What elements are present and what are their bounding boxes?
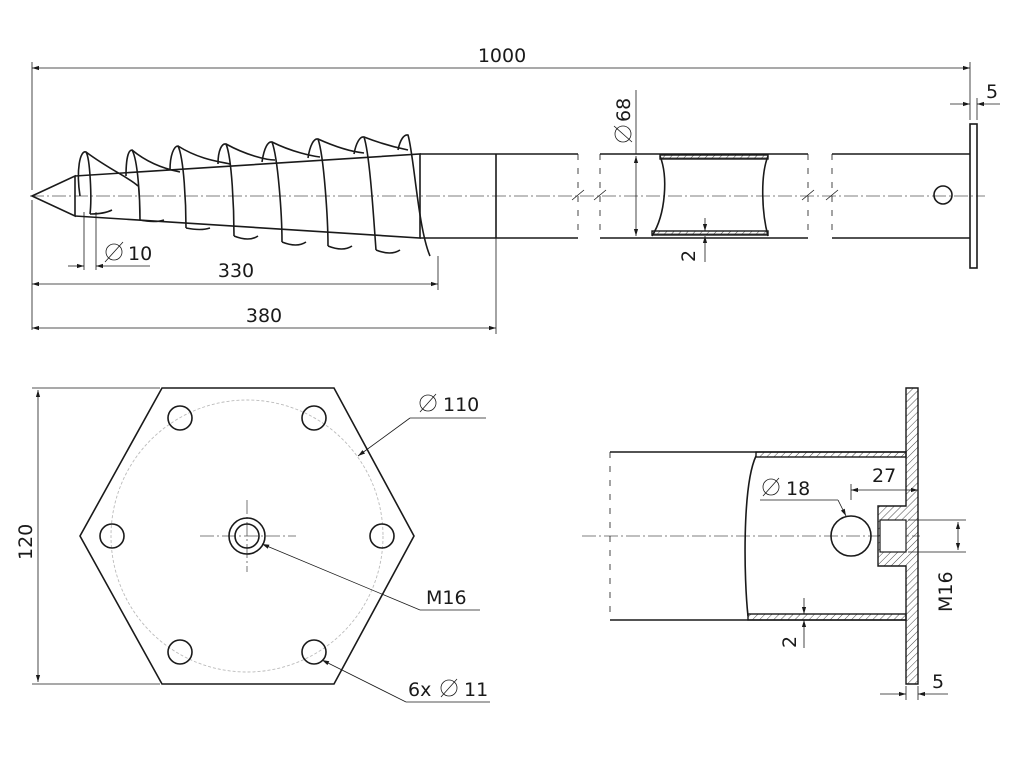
dim-tip-diameter-text: 10	[128, 243, 152, 265]
dim-helix-length-text: 330	[218, 260, 254, 282]
dim-total-length: 1000	[31, 45, 971, 190]
dim-nut-thread-text: M16	[935, 571, 957, 612]
dim-wall-thickness-detail: 2	[779, 598, 807, 648]
side-hole	[933, 185, 953, 205]
wall-section	[651, 230, 769, 236]
dim-pcd-text: 110	[443, 394, 479, 416]
top-wall-section	[755, 451, 907, 458]
dim-flange-height: 120	[15, 387, 160, 685]
side-view: 1000 5 68 2	[30, 45, 1000, 334]
dim-plate-thickness-top: 5	[950, 81, 1000, 120]
dim-side-hole-text: 18	[786, 478, 810, 500]
dim-total-length-text: 1000	[478, 45, 526, 67]
flange-view: 120 110 M16 6x 11	[15, 387, 490, 703]
dim-plate-thickness-detail: 5	[880, 671, 948, 700]
nut-thread	[879, 519, 907, 553]
dim-helix-length: 330	[31, 200, 439, 330]
dim-nut-height: 27	[850, 465, 919, 500]
dim-nut-thread: M16	[908, 519, 966, 612]
pcd-circle	[110, 399, 384, 673]
dim-screw-length-text: 380	[246, 305, 282, 327]
bolt-holes	[99, 405, 395, 665]
dim-center-thread: M16	[261, 543, 480, 611]
break-marks	[571, 154, 839, 238]
end-plate	[969, 123, 978, 269]
end-detail-view: 18 27 M16 2 5	[582, 387, 966, 700]
pipe-segment-2	[600, 153, 808, 239]
hex-flange-outline	[79, 387, 415, 685]
dim-flange-height-text: 120	[15, 524, 37, 560]
screw-tip	[30, 174, 76, 218]
dim-nut-height-text: 27	[872, 465, 896, 487]
dim-side-hole: 18	[760, 477, 847, 517]
dim-wall-thickness-top-text: 2	[678, 250, 700, 262]
pipe-segment-1	[420, 153, 578, 239]
dim-screw-length: 380	[32, 238, 497, 334]
bottom-wall-section	[747, 613, 907, 621]
dim-bolt-holes: 6x 11	[321, 659, 490, 703]
dim-wall-thickness-top: 2	[678, 218, 708, 262]
dim-pipe-diameter: 68	[613, 90, 639, 236]
dim-plate-thickness-detail-text: 5	[932, 671, 944, 693]
dim-bolt-holes-count-text: 6x	[408, 679, 431, 701]
dim-pcd: 110	[357, 393, 486, 457]
center-nut	[228, 517, 266, 555]
dim-pipe-diameter-text: 68	[613, 98, 635, 122]
center-thread-hole	[234, 523, 260, 549]
dim-wall-thickness-detail-text: 2	[779, 636, 801, 648]
dim-plate-thickness-top-text: 5	[986, 81, 998, 103]
dim-center-thread-text: M16	[426, 587, 467, 609]
side-hole-section	[830, 515, 872, 557]
helix-shaft	[74, 134, 431, 257]
dim-bolt-holes-diameter-text: 11	[464, 679, 488, 701]
cut-edge	[744, 455, 757, 617]
pipe-segment-3	[832, 123, 978, 269]
dim-tip-diameter: 10	[68, 212, 152, 270]
